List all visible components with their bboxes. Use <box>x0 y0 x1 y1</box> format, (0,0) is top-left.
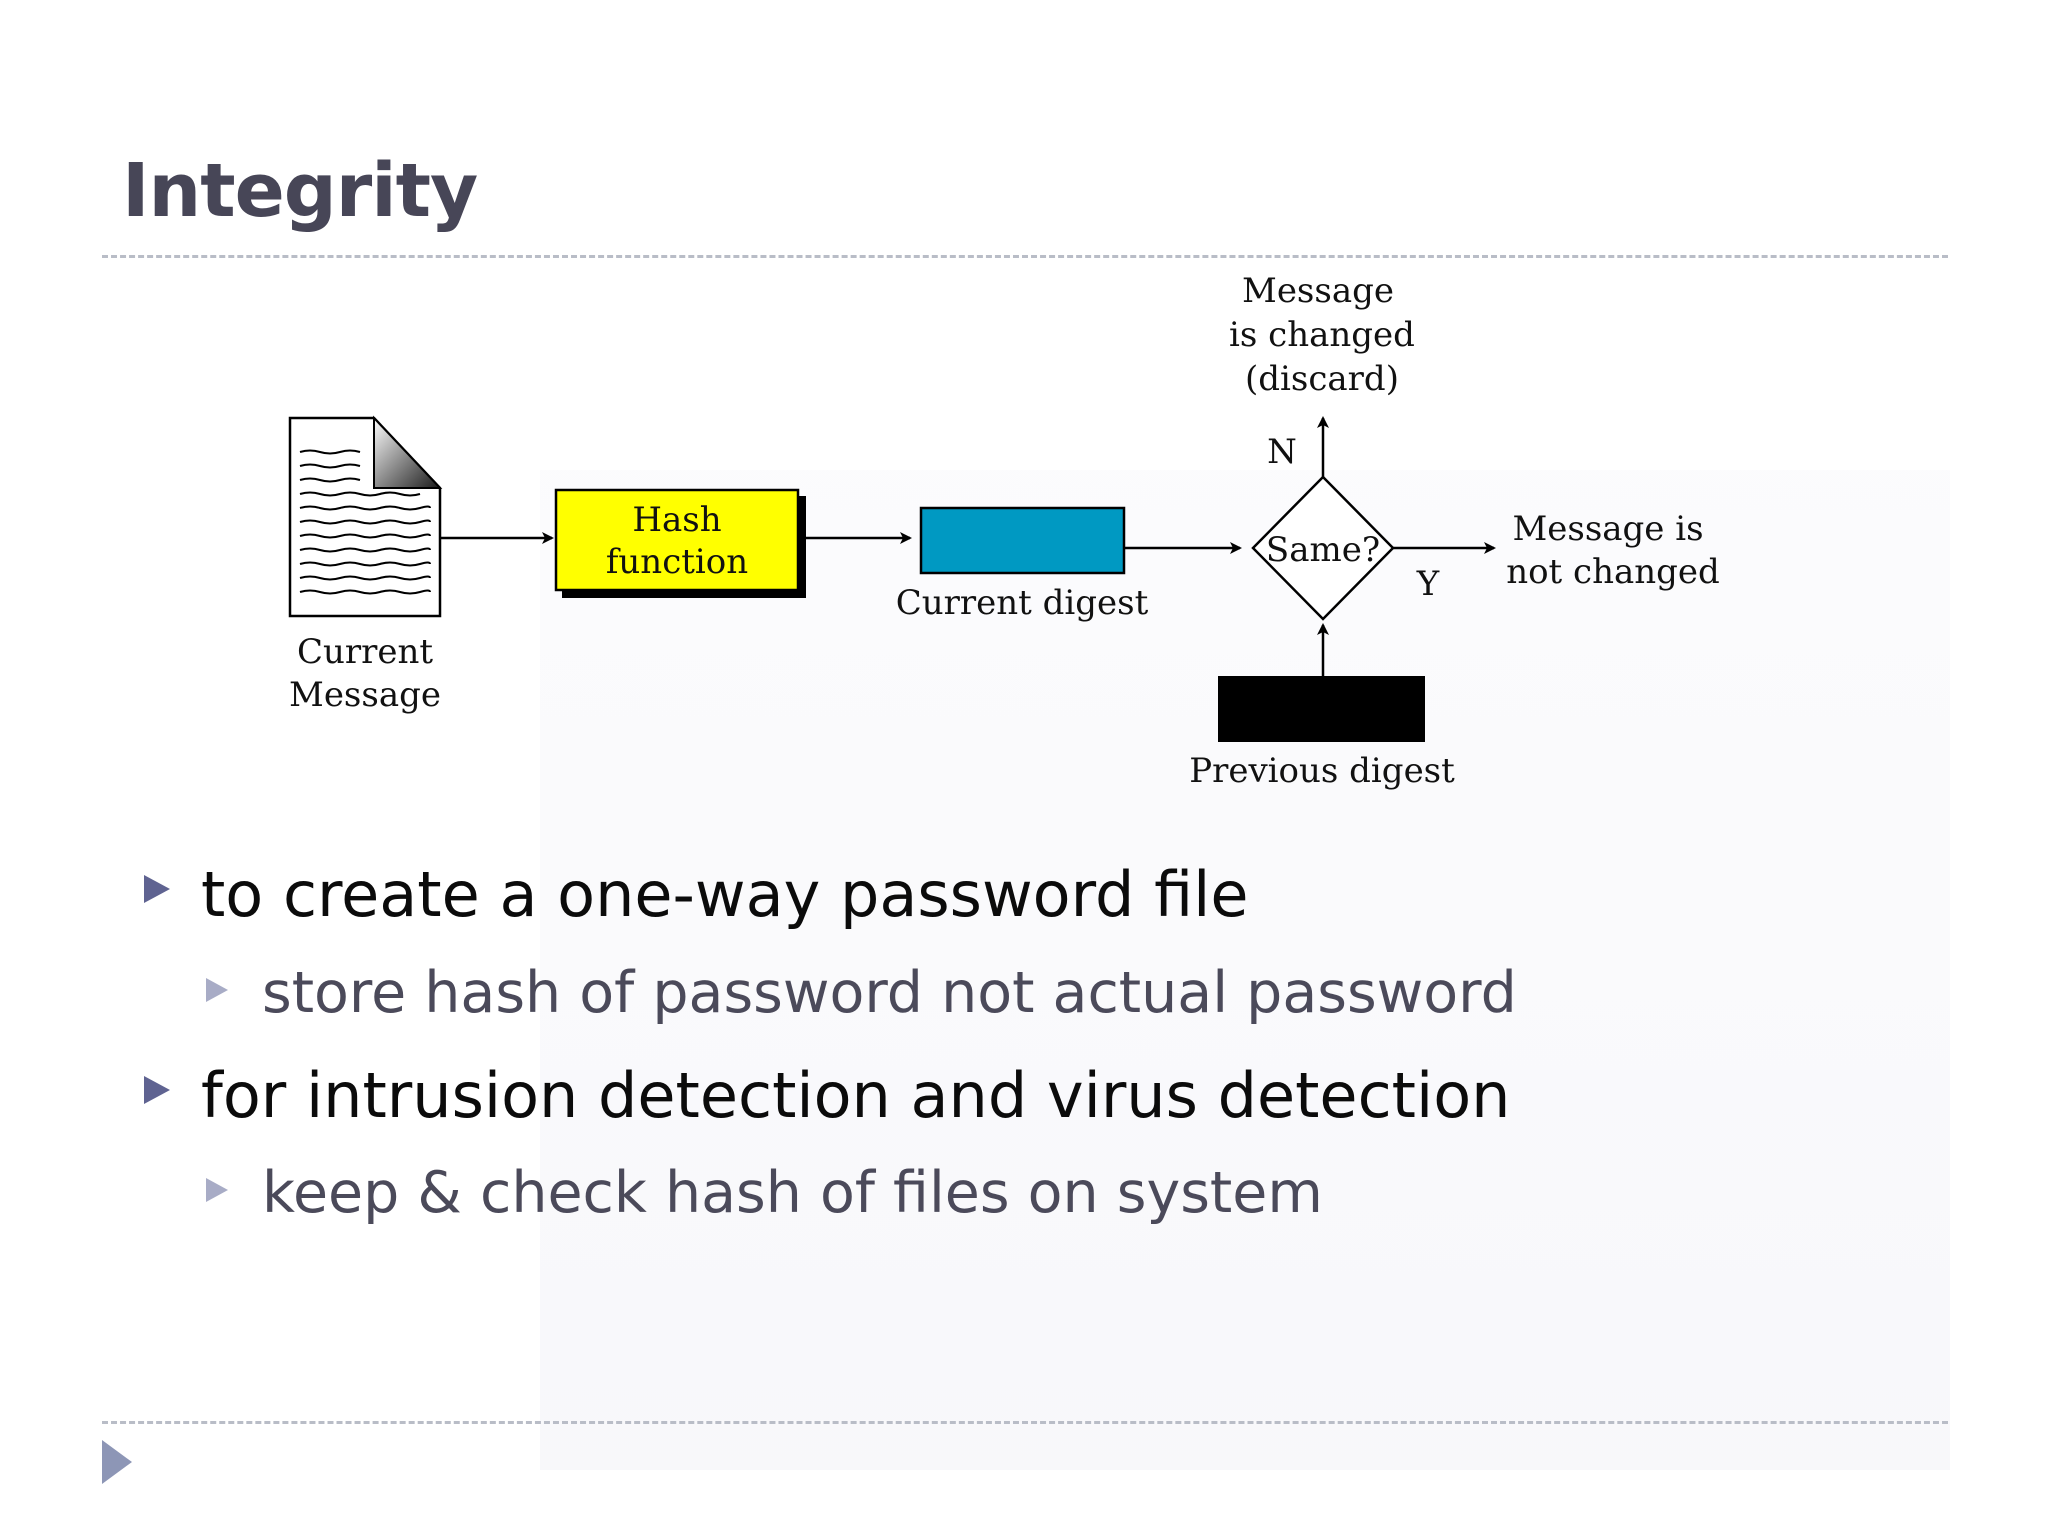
triangle-right-icon <box>144 875 170 903</box>
not-changed-label-1: Message is <box>1512 509 1703 549</box>
hash-label-1: Hash <box>632 500 721 540</box>
hash-function-box <box>554 488 800 592</box>
changed-label-1: Message <box>1242 271 1394 311</box>
sub-bullet-2: keep & check hash of files on system <box>262 1160 1323 1226</box>
current-message-label-1: Current <box>297 632 433 672</box>
background-panel <box>540 470 1950 1470</box>
triangle-right-icon <box>144 1076 170 1104</box>
slide-title: Integrity <box>122 148 478 234</box>
bullet-2: for intrusion detection and virus detect… <box>201 1059 1511 1132</box>
yes-branch-label: Y <box>1416 564 1440 604</box>
changed-label-3: (discard) <box>1245 359 1399 399</box>
integrity-diagram: Current Message Hash function Current di… <box>288 271 1720 791</box>
previous-digest-label: Previous digest <box>1189 751 1455 791</box>
not-changed-label-2: not changed <box>1506 552 1720 592</box>
changed-label-2: is changed <box>1229 315 1415 355</box>
next-slide-arrow-icon[interactable] <box>102 1440 132 1484</box>
no-branch-label: N <box>1267 432 1297 472</box>
hash-label-2: function <box>606 542 748 582</box>
decision-label: Same? <box>1266 530 1380 570</box>
triangle-right-icon <box>206 1178 228 1202</box>
decision-diamond <box>1251 475 1395 621</box>
current-digest-label: Current digest <box>896 583 1149 623</box>
footer-divider <box>102 1421 1948 1424</box>
triangle-right-icon <box>206 978 228 1002</box>
current-digest-box <box>919 506 1126 575</box>
bullet-1: to create a one-way password file <box>201 858 1249 931</box>
current-message-label-2: Message <box>289 675 441 715</box>
document-icon <box>288 415 443 618</box>
title-divider <box>102 255 1948 258</box>
sub-bullet-1: store hash of password not actual passwo… <box>262 960 1517 1026</box>
previous-digest-box <box>1218 676 1425 742</box>
